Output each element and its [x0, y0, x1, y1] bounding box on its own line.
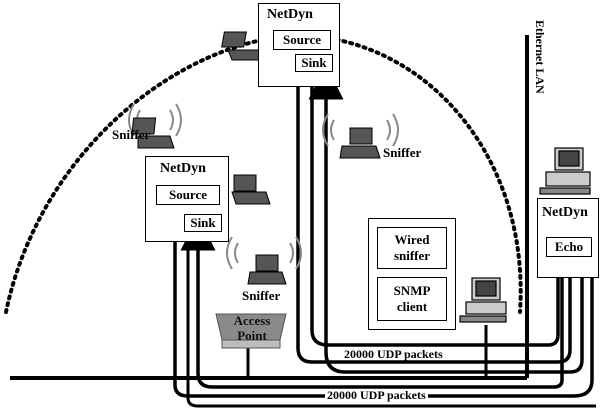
sniffer-label-left: Sniffer: [112, 127, 151, 142]
netdyn-top-box: NetDyn Source Sink: [258, 3, 340, 87]
netdyn-right-title: NetDyn: [542, 205, 588, 220]
path-top-inner: [310, 70, 560, 347]
wired-monitor-box: Wired sniffer SNMP client: [368, 218, 456, 330]
netdyn-mid-title: NetDyn: [160, 161, 206, 176]
path-mid-sink-return: [180, 215, 564, 389]
access-point-icon: [215, 313, 287, 349]
path-mid-outer: [186, 240, 596, 408]
wired-sniffer-label: Wired sniffer: [377, 227, 447, 269]
netdyn-right-box: NetDyn Echo: [537, 198, 599, 278]
netdyn-top-source: Source: [273, 30, 331, 50]
sniffer-label-right: Sniffer: [383, 145, 422, 160]
netdyn-mid-source: Source: [156, 185, 220, 205]
desktop-computer-icon: [459, 147, 591, 323]
netdyn-top-title: NetDyn: [267, 7, 313, 22]
udp-packets-upper: 20000 UDP packets: [342, 347, 445, 361]
access-point-label: Access Point: [233, 313, 271, 343]
netdyn-mid-sink: Sink: [184, 214, 222, 232]
netdyn-right-echo: Echo: [546, 237, 592, 257]
wireless-coverage-arc: [4, 32, 523, 314]
netdyn-mid-box: NetDyn Source Sink: [145, 156, 229, 242]
snmp-client-label: SNMP client: [377, 277, 447, 321]
laptop-icon: [131, 31, 381, 285]
path-top-source-out: [296, 70, 572, 364]
ethernet-lan-label: Ethernet LAN: [533, 20, 547, 94]
netdyn-top-sink: Sink: [295, 54, 333, 72]
path-top-sink-return: [308, 64, 584, 374]
udp-packets-lower: 20000 UDP packets: [325, 388, 428, 402]
sniffer-label-bottom: Sniffer: [242, 288, 281, 303]
